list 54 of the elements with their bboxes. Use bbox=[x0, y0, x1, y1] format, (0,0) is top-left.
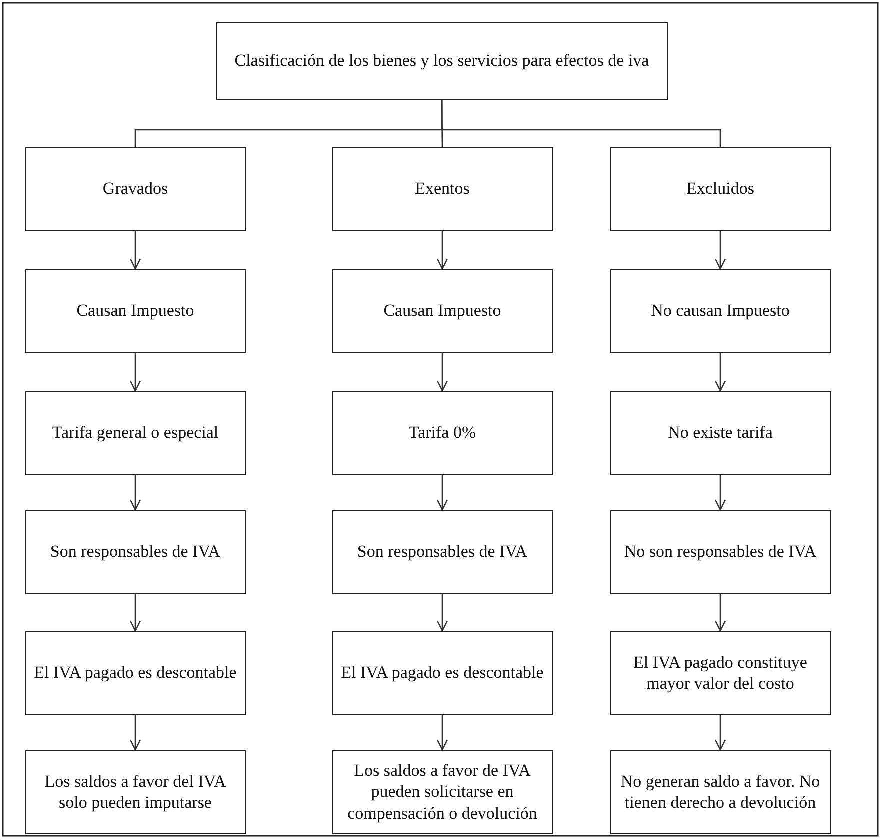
box-label: No existe tarifa bbox=[668, 422, 773, 444]
arrow bbox=[436, 594, 448, 632]
process-box bbox=[25, 510, 246, 594]
box-label: Los saldos a favor de IVA pueden solicitarse en compensación o devolución bbox=[346, 760, 538, 824]
arrow bbox=[714, 231, 726, 270]
connector-line bbox=[441, 100, 722, 147]
arrow bbox=[436, 715, 448, 751]
box-label: Los saldos a favor del IVA solo pueden imputarse bbox=[44, 770, 228, 814]
box-label: No generan saldo a favor. No tienen derecho a devolución bbox=[620, 770, 822, 814]
process-box bbox=[610, 750, 831, 834]
arrow bbox=[130, 231, 142, 270]
process-box bbox=[332, 147, 553, 231]
box-label: No causan Impuesto bbox=[651, 300, 790, 322]
arrow bbox=[436, 231, 448, 270]
box-label: El IVA pagado es descontable bbox=[341, 662, 544, 684]
box-label: El IVA pagado es descontable bbox=[34, 662, 237, 684]
process-box bbox=[332, 750, 553, 834]
process-box bbox=[332, 631, 553, 715]
arrow bbox=[436, 475, 448, 511]
process-box bbox=[332, 391, 553, 475]
box-label: Excluidos bbox=[686, 178, 754, 200]
process-box bbox=[610, 510, 831, 594]
process-box bbox=[25, 391, 246, 475]
arrow bbox=[714, 475, 726, 511]
arrow bbox=[436, 353, 448, 392]
arrow bbox=[714, 594, 726, 632]
process-box bbox=[610, 391, 831, 475]
process-box bbox=[25, 750, 246, 834]
box-label: Son responsables de IVA bbox=[357, 541, 528, 563]
box-label: Son responsables de IVA bbox=[50, 541, 221, 563]
process-box bbox=[332, 510, 553, 594]
arrow bbox=[130, 594, 142, 632]
box-label: No son responsables de IVA bbox=[624, 541, 817, 563]
process-box bbox=[610, 269, 831, 353]
process-box bbox=[610, 631, 831, 715]
box-label: El IVA pagado constituye mayor valor del costo bbox=[632, 652, 808, 694]
process-box bbox=[25, 147, 246, 231]
box-label: Exentos bbox=[415, 178, 470, 200]
arrow bbox=[714, 353, 726, 392]
box-label: Tarifa general o especial bbox=[52, 422, 219, 444]
process-box bbox=[25, 269, 246, 353]
process-box bbox=[610, 147, 831, 231]
box-label: Gravados bbox=[102, 178, 168, 200]
box-label: Causan Impuesto bbox=[384, 300, 502, 322]
box-label: Clasificación de los bienes y los servicios para efectos de iva bbox=[234, 50, 650, 72]
arrow bbox=[130, 715, 142, 751]
title-box bbox=[216, 22, 668, 100]
arrow bbox=[130, 475, 142, 511]
process-box bbox=[25, 631, 246, 715]
arrow bbox=[130, 353, 142, 392]
box-label: Causan Impuesto bbox=[76, 300, 194, 322]
arrow bbox=[714, 715, 726, 751]
box-label: Tarifa 0% bbox=[408, 422, 476, 444]
process-box bbox=[332, 269, 553, 353]
